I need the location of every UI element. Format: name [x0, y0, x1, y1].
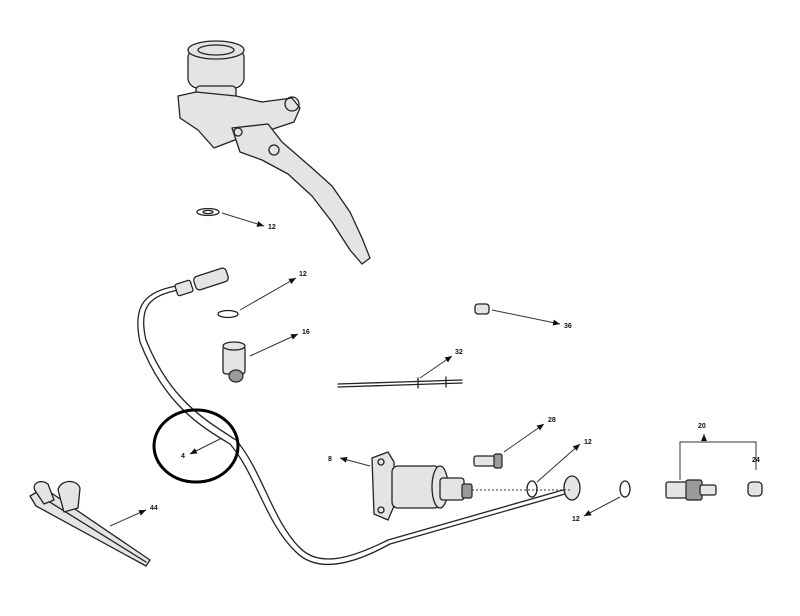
- washer-slave-left: [526, 480, 538, 498]
- leader-28: [503, 423, 545, 453]
- callout-32: 32: [455, 349, 463, 356]
- callout-12d: 12: [572, 516, 580, 523]
- banjo-washer-top: [196, 207, 220, 217]
- leader-36: [491, 309, 561, 326]
- bleed-nipple-assembly: [665, 479, 717, 501]
- callout-28: 28: [548, 417, 556, 424]
- leader-12b: [239, 277, 297, 311]
- leader-16: [249, 333, 299, 357]
- callout-36: 36: [564, 323, 572, 330]
- cable-tie: [29, 480, 151, 567]
- dust-cap: [474, 303, 490, 315]
- leader-12c: [536, 443, 581, 483]
- callout-16: 16: [302, 329, 310, 336]
- bleed-bolt: [473, 453, 503, 469]
- leader-12d: [583, 496, 621, 517]
- callout-12c: 12: [584, 439, 592, 446]
- leader-44: [109, 509, 147, 527]
- clutch-hose: [137, 267, 581, 566]
- callout-8: 8: [328, 456, 332, 463]
- leader-4: [189, 437, 223, 455]
- leader-32: [419, 355, 453, 379]
- push-rod: [337, 376, 463, 389]
- callout-20: 20: [698, 423, 706, 430]
- leader-8: [339, 456, 371, 467]
- banjo-washer-second: [217, 309, 239, 319]
- banjo-bolt: [222, 341, 246, 383]
- highlight-circle: [152, 408, 240, 484]
- callout-44: 44: [150, 505, 158, 512]
- slave-cylinder: [371, 451, 473, 521]
- callout-4: 4: [181, 453, 185, 460]
- bleed-cap: [747, 481, 763, 497]
- washer-slave-right: [619, 480, 631, 498]
- leader-12a: [221, 212, 265, 227]
- master-cylinder-assembly: [177, 40, 371, 265]
- callout-24: 24: [752, 457, 760, 464]
- callout-12b: 12: [299, 271, 307, 278]
- callout-12a: 12: [268, 224, 276, 231]
- bracket-20: [679, 441, 757, 480]
